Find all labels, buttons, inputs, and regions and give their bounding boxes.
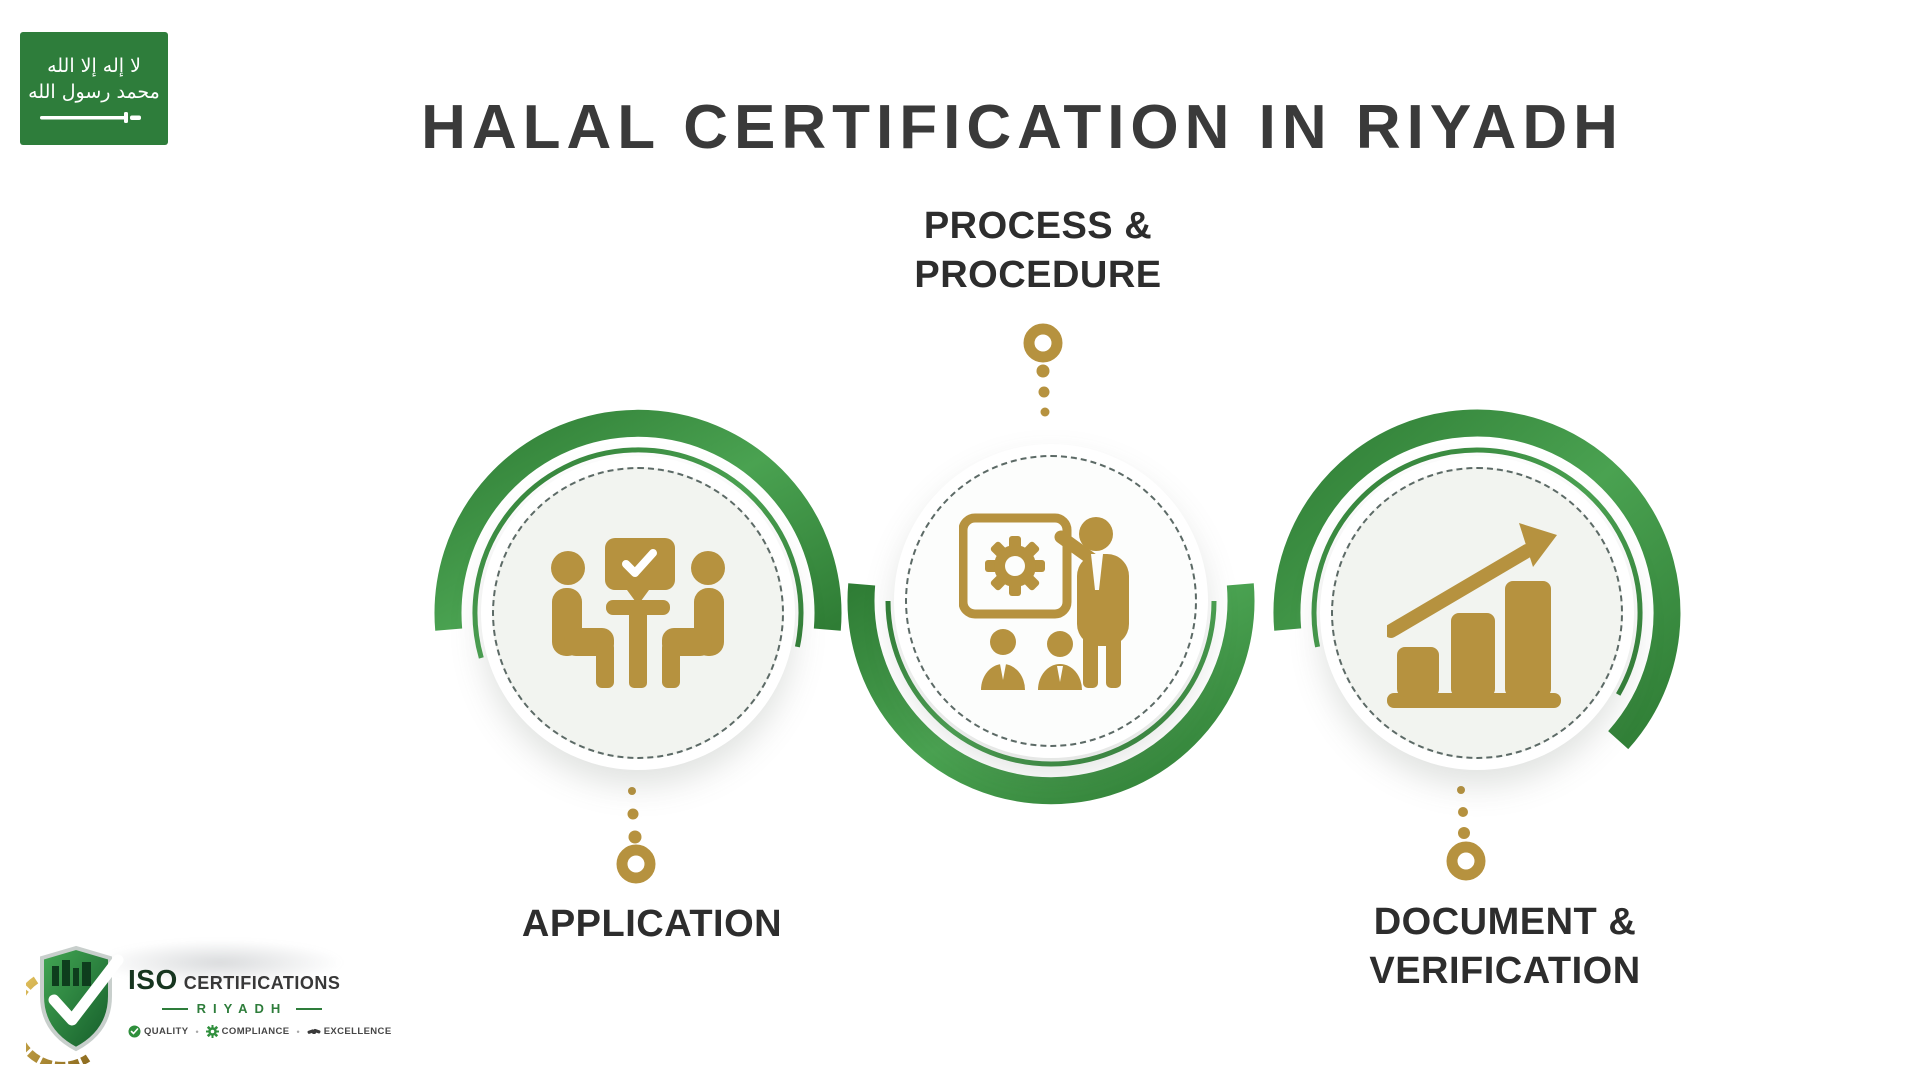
skyline-silhouette	[52, 960, 91, 986]
label-line: PROCEDURE	[914, 254, 1162, 296]
presentation-gear-icon	[959, 513, 1129, 690]
label-line: DOCUMENT &	[1373, 901, 1637, 943]
flag-shahada-line1: لا إله إلا الله	[47, 55, 141, 78]
arc-step-document	[1273, 409, 1681, 750]
badge-label: EXCELLENCE	[323, 1026, 392, 1037]
label-line: VERIFICATION	[1369, 950, 1641, 992]
step-circle-process	[894, 444, 1208, 758]
connector-process-top	[1023, 323, 1063, 417]
badge-compliance: COMPLIANCE	[205, 1025, 290, 1038]
connector-application-bottom	[616, 787, 656, 884]
check-mark	[48, 954, 124, 1026]
shield-check-icon	[26, 945, 124, 1064]
gear-badge-icon	[205, 1025, 219, 1038]
arc-step-process	[847, 583, 1255, 805]
label-line: PROCESS &	[923, 205, 1153, 247]
separator-dot: •	[195, 1026, 199, 1037]
growth-bar-chart-icon	[1387, 523, 1561, 708]
logo-brand: ISO	[128, 964, 178, 995]
meeting-discussion-check-icon	[551, 538, 725, 688]
badge-excellence: EXCELLENCE	[307, 1025, 392, 1038]
logo-background-smudge	[95, 940, 345, 985]
flag-shahada-line2: محمد رسول الله	[28, 81, 160, 103]
label-step-application: APPLICATION	[422, 900, 882, 949]
badge-quality: QUALITY	[128, 1025, 189, 1038]
saudi-arabia-flag-art: لا إله إلا الله محمد رسول الله	[28, 55, 160, 123]
step-circle-application	[481, 456, 795, 770]
dashed-ring	[905, 455, 1197, 747]
badge-label: COMPLIANCE	[221, 1026, 290, 1037]
divider	[161, 1007, 188, 1010]
check-badge-icon	[128, 1025, 141, 1038]
badge-label: QUALITY	[144, 1026, 189, 1037]
page-title: HALAL CERTIFICATION IN RIYADH	[421, 92, 1624, 162]
iso-certifications-riyadh-logo: ISO CERTIFICATIONS RIYADH QUALITY •	[26, 938, 391, 1074]
logo-brand-suffix: CERTIFICATIONS	[183, 973, 341, 993]
handshake-badge-icon	[307, 1028, 321, 1034]
connector-document-bottom	[1446, 786, 1486, 881]
saudi-arabia-flag: لا إله إلا الله محمد رسول الله	[20, 32, 168, 145]
logo-city: RIYADH	[196, 1001, 288, 1016]
arc-step-application	[434, 409, 842, 659]
check-mark	[622, 549, 657, 577]
label-step-document: DOCUMENT & VERIFICATION	[1275, 898, 1735, 996]
divider	[296, 1007, 323, 1010]
step-circle-document	[1320, 456, 1634, 770]
label-step-process: PROCESS & PROCEDURE	[808, 202, 1268, 300]
separator-dot: •	[296, 1026, 300, 1037]
presenter-tie	[1091, 554, 1103, 590]
flag-sword-icon	[40, 112, 141, 123]
label-line: APPLICATION	[521, 903, 783, 945]
